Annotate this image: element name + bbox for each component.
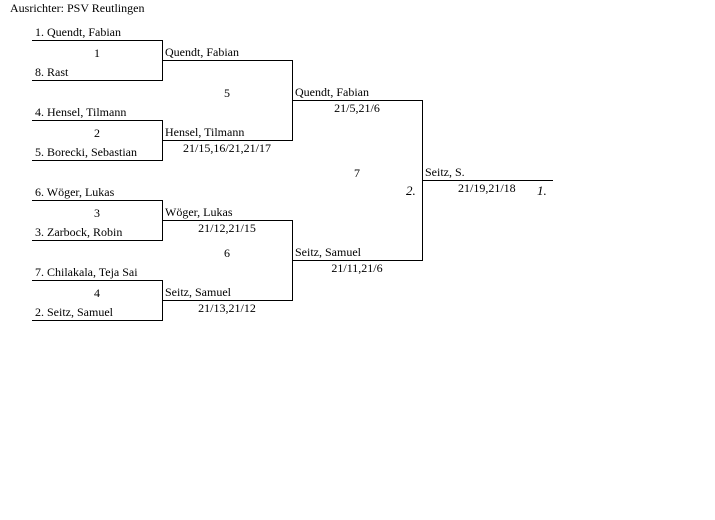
bracket-line: [32, 320, 163, 321]
match-number: 1: [94, 46, 100, 60]
player-entry: 3. Zarbock, Robin: [35, 225, 123, 239]
player-entry: 1. Quendt, Fabian: [35, 25, 121, 39]
winner-entry: Seitz, Samuel: [295, 245, 361, 259]
winner-entry: Quendt, Fabian: [295, 85, 369, 99]
bracket-line: [32, 200, 163, 201]
bracket-line: [162, 220, 293, 221]
winner-entry: Wöger, Lukas: [165, 205, 233, 219]
player-entry: 4. Hensel, Tilmann: [35, 105, 127, 119]
organizer-label: Ausrichter: PSV Reutlingen: [10, 1, 145, 15]
match-score: 21/13,21/12: [198, 301, 256, 315]
winner-entry: Quendt, Fabian: [165, 45, 239, 59]
champion-entry: Seitz, S.: [425, 165, 465, 179]
bracket-line: [292, 260, 423, 261]
bracket-line: [32, 80, 163, 81]
second-place-label: 2.: [406, 183, 416, 198]
match-number: 5: [224, 86, 230, 100]
player-entry: 5. Borecki, Sebastian: [35, 145, 137, 159]
first-place-label: 1.: [537, 183, 547, 198]
player-entry: 7. Chilakala, Teja Sai: [35, 265, 138, 279]
match-score: 21/11,21/6: [331, 261, 383, 275]
match-number: 2: [94, 126, 100, 140]
match-number: 6: [224, 246, 230, 260]
winner-entry: Hensel, Tilmann: [165, 125, 245, 139]
bracket-line: [32, 160, 163, 161]
bracket-line: [422, 180, 553, 181]
bracket-line: [32, 40, 163, 41]
winner-entry: Seitz, Samuel: [165, 285, 231, 299]
match-score: 21/5,21/6: [334, 101, 380, 115]
bracket-line: [162, 140, 293, 141]
match-score: 21/15,16/21,21/17: [182, 141, 271, 155]
match-number: 7: [354, 166, 360, 180]
player-entry: 2. Seitz, Samuel: [35, 305, 113, 319]
bracket-line: [162, 300, 293, 301]
bracket-line: [32, 120, 163, 121]
bracket-line: [32, 240, 163, 241]
match-number: 3: [94, 206, 100, 220]
match-number: 4: [94, 286, 100, 300]
match-score: 21/12,21/15: [198, 221, 256, 235]
final-score: 21/19,21/18: [458, 181, 516, 195]
player-entry: 8. Rast: [35, 65, 69, 79]
bracket-line: [32, 280, 163, 281]
bracket-line: [162, 60, 293, 61]
player-entry: 6. Wöger, Lukas: [35, 185, 115, 199]
bracket-line: [292, 100, 423, 101]
